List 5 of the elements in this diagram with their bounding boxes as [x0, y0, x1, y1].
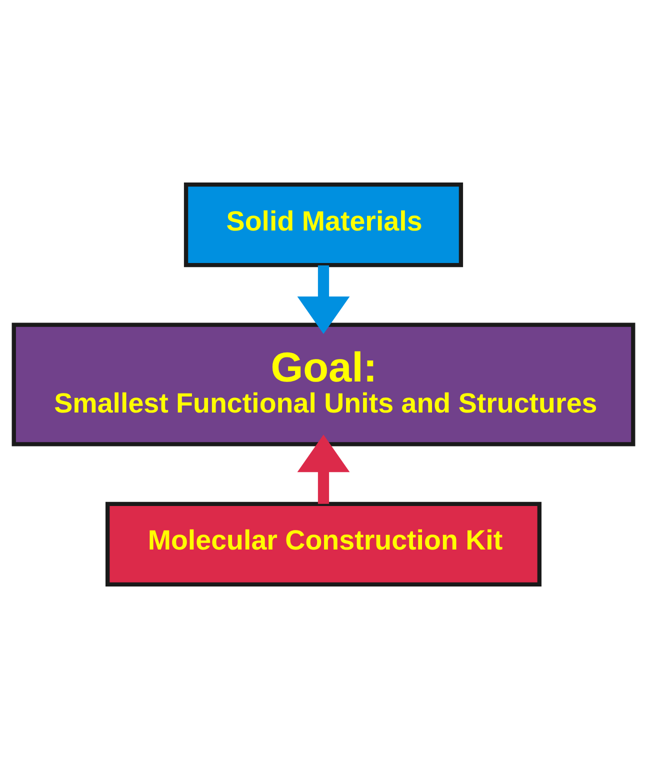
- arrow: [297, 265, 350, 334]
- node-box: Solid Materials: [184, 182, 464, 268]
- node-box: Molecular Construction Kit: [106, 502, 542, 587]
- node-box: Goal: Smallest Functional Units and Structures: [12, 322, 636, 446]
- arrow: [297, 434, 350, 504]
